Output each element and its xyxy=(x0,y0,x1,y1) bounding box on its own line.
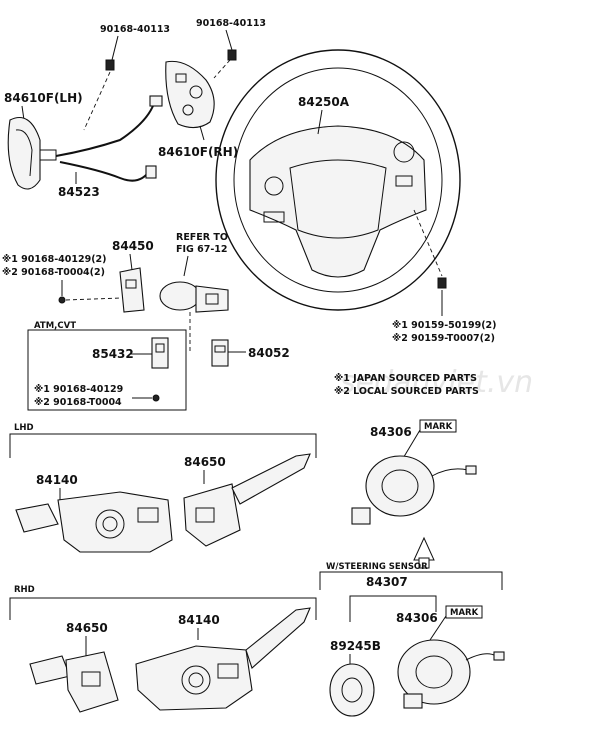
label-lhd-combo: 84140 xyxy=(36,473,78,487)
label-rhd-wiper: 84650 xyxy=(66,621,108,635)
mark-box xyxy=(419,419,457,433)
label-atm-cvt: ATM,CVT xyxy=(34,321,76,331)
label-screw-left-1: ※1 90168-40129(2) xyxy=(2,254,107,265)
label-switch-lh: 84610F(LH) xyxy=(4,91,83,105)
label-spiral-cable-2: 84306 xyxy=(396,611,438,625)
label-sensor: 89245B xyxy=(330,639,381,653)
label-wheel: 84250A xyxy=(298,95,350,109)
atm-cvt-box xyxy=(27,329,187,411)
lhd-bracket-line xyxy=(9,433,317,458)
label-switch-rh: 84610F(RH) xyxy=(158,145,238,159)
label-spiral-assy: 84307 xyxy=(366,575,408,589)
wire-harness xyxy=(55,95,163,182)
note-japan: ※1 JAPAN SOURCED PARTS xyxy=(334,373,477,384)
label-connector: 84052 xyxy=(248,346,290,360)
steering-switch-lh xyxy=(7,116,57,190)
label-rhd: RHD xyxy=(14,585,35,595)
label-shift-lock: 85432 xyxy=(92,347,134,361)
switch-bracket xyxy=(119,267,145,313)
spiral-cable xyxy=(351,455,477,525)
rhd-bracket-line xyxy=(9,597,317,620)
shift-lock-unit xyxy=(151,337,169,369)
wiper-switch-rhd xyxy=(29,651,119,713)
connector xyxy=(211,339,229,367)
bolt-icon xyxy=(437,277,447,289)
sensor-bracket-line xyxy=(319,571,503,590)
steering-sensor xyxy=(329,663,375,717)
label-lhd-wiper: 84650 xyxy=(184,455,226,469)
label-bolt-top-left: 90168-40113 xyxy=(100,24,170,35)
screw-icon xyxy=(58,296,66,304)
note-local: ※2 LOCAL SOURCED PARTS xyxy=(334,386,479,397)
label-box-screw-1: ※1 90168-40129 xyxy=(34,384,123,395)
bolt-icon xyxy=(105,59,115,71)
label-screw-left-2: ※2 90168-T0004(2) xyxy=(2,267,105,278)
up-arrow-icon xyxy=(413,536,435,561)
combination-switch-rhd xyxy=(135,607,311,711)
label-refer-1: REFER TO xyxy=(176,232,228,243)
steering-wheel xyxy=(215,49,461,311)
label-wheel-bolt-1: ※1 90159-50199(2) xyxy=(392,320,497,331)
label-harness: 84523 xyxy=(58,185,100,199)
assy-bracket-line xyxy=(349,595,437,622)
combination-switch-lhd xyxy=(15,491,173,553)
label-steering-sensor: W/STEERING SENSOR xyxy=(326,562,428,572)
label-mark-2: MARK xyxy=(450,608,479,618)
label-wheel-bolt-2: ※2 90159-T0007(2) xyxy=(392,333,495,344)
steering-switch-rh xyxy=(165,60,215,129)
screw-icon xyxy=(152,394,160,402)
label-spiral-cable: 84306 xyxy=(370,425,412,439)
watermark: sedanviet.vn xyxy=(340,365,533,400)
label-rhd-combo: 84140 xyxy=(178,613,220,627)
arrow-stem xyxy=(418,557,430,569)
label-bracket: 84450 xyxy=(112,239,154,253)
label-lhd: LHD xyxy=(14,423,34,433)
label-bolt-top-mid: 90168-40113 xyxy=(196,18,266,29)
column-housing xyxy=(159,281,229,313)
bolt-icon xyxy=(227,49,237,61)
label-refer-2: FIG 67-12 xyxy=(176,244,228,255)
wiper-switch-lhd xyxy=(183,453,311,547)
mark-box-2 xyxy=(445,605,483,619)
label-mark: MARK xyxy=(424,422,453,432)
spiral-cable-with-sensor xyxy=(397,639,505,709)
label-box-screw-2: ※2 90168-T0004 xyxy=(34,397,122,408)
